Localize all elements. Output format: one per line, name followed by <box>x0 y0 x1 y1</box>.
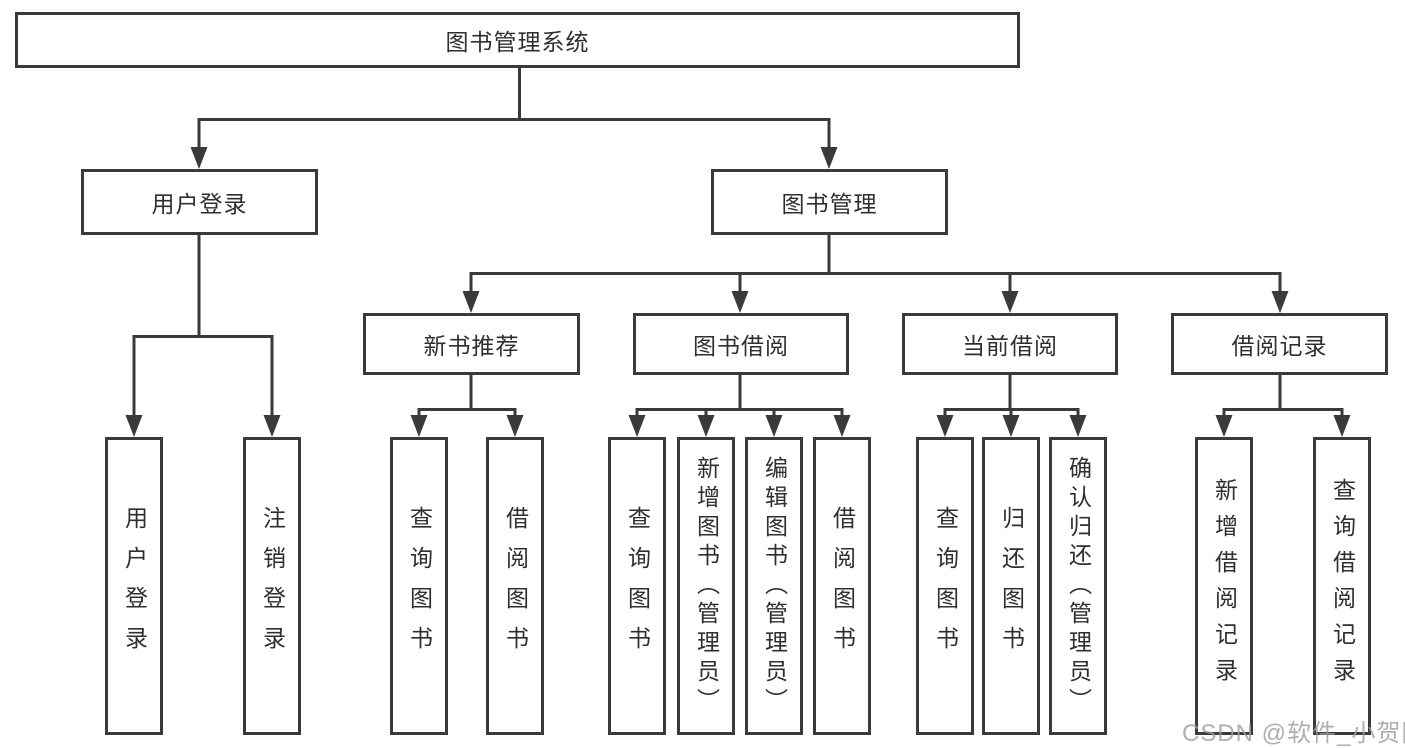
leaf-query-books-current: 查询图书 <box>916 437 974 735</box>
leaf-query-borrow-record: 查询借阅记录 <box>1313 437 1371 735</box>
node-current-borrowing: 当前借阅 <box>902 313 1118 375</box>
leaf-query-books-recommend: 查询图书 <box>390 437 448 735</box>
node-book-management: 图书管理 <box>711 169 948 235</box>
node-borrowing-records: 借阅记录 <box>1171 313 1388 375</box>
node-user-login: 用户登录 <box>81 169 318 235</box>
leaf-user-login: 用户登录 <box>105 437 163 735</box>
leaf-query-books-borrowing: 查询图书 <box>608 437 666 735</box>
leaf-add-books-admin: 新增图书（管理员） <box>677 437 735 735</box>
leaf-confirm-return-admin: 确认归还（管理员） <box>1049 437 1107 735</box>
node-book-borrowing: 图书借阅 <box>633 313 849 375</box>
node-library-management-system: 图书管理系统 <box>15 12 1020 68</box>
leaf-add-borrow-record: 新增借阅记录 <box>1195 437 1253 735</box>
leaf-borrow-books-recommend: 借阅图书 <box>486 437 544 735</box>
leaf-edit-books-admin: 编辑图书（管理员） <box>745 437 803 735</box>
node-new-book-recommendation: 新书推荐 <box>363 313 580 375</box>
leaf-return-books: 归还图书 <box>982 437 1040 735</box>
leaf-logout: 注销登录 <box>243 437 301 735</box>
leaf-borrow-books-borrowing: 借阅图书 <box>813 437 871 735</box>
csdn-watermark: CSDN @软件_小贺同学 <box>1182 720 1405 747</box>
